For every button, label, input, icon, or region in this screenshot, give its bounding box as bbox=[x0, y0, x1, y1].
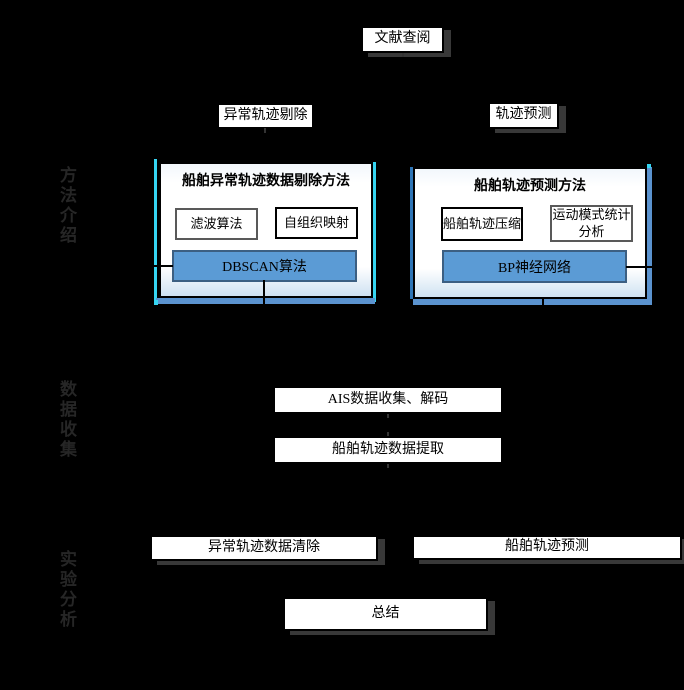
left-container-corner-accent bbox=[154, 300, 158, 305]
node-bp-neural-network: BP神经网络 bbox=[442, 250, 627, 283]
node-motion-pattern-statistics: 运动模式统计分析 bbox=[550, 205, 633, 242]
right-container-blue-edge bbox=[410, 167, 413, 299]
node-ais-data-collection-decode: AIS数据收集、解码 bbox=[273, 386, 503, 414]
node-trajectory-data-extraction: 船舶轨迹数据提取 bbox=[273, 436, 503, 464]
connector-stub-abnormal bbox=[264, 128, 266, 133]
connector-right-container-down bbox=[542, 297, 544, 313]
connector-out-of-bp bbox=[626, 266, 656, 268]
node-literature-review: 文献查阅 bbox=[361, 26, 444, 53]
container-removal-methods-title: 船舶异常轨迹数据剔除方法 bbox=[182, 174, 350, 189]
right-container-blue-bottom-bar bbox=[413, 299, 652, 305]
node-dbscan-algorithm: DBSCAN算法 bbox=[172, 250, 357, 282]
section-label-methods: 方法介绍 bbox=[57, 166, 76, 246]
node-trajectory-compression: 船舶轨迹压缩 bbox=[441, 207, 523, 241]
section-label-experiment-analysis: 实验分析 bbox=[57, 550, 76, 630]
connector-into-dbscan bbox=[145, 265, 173, 267]
connector-stub-extract-top bbox=[387, 432, 389, 436]
right-container-corner-accent bbox=[647, 164, 651, 168]
node-summary: 总结 bbox=[283, 597, 488, 631]
section-label-data-collection: 数据收集 bbox=[57, 380, 76, 460]
node-abnormal-data-cleaning: 异常轨迹数据清除 bbox=[150, 535, 378, 561]
left-container-blue-bottom-bar bbox=[156, 298, 375, 304]
node-abnormal-trajectory-removal: 异常轨迹剔除 bbox=[217, 103, 314, 129]
connector-stub-literature-bottom bbox=[402, 53, 404, 57]
container-prediction-methods-title: 船舶轨迹预测方法 bbox=[474, 179, 586, 194]
node-ship-trajectory-prediction: 船舶轨迹预测 bbox=[412, 535, 682, 560]
connector-stub-extract-bottom bbox=[387, 464, 389, 468]
right-container-blue-right-bar bbox=[647, 167, 652, 304]
connector-stub-ais-bottom bbox=[387, 414, 389, 418]
left-container-cyan-edge bbox=[154, 159, 157, 304]
node-self-organizing-map: 自组织映射 bbox=[275, 207, 358, 239]
node-trajectory-prediction: 轨迹预测 bbox=[488, 102, 559, 129]
node-filter-algorithm: 滤波算法 bbox=[175, 208, 258, 240]
connector-left-container-down bbox=[263, 280, 265, 310]
left-container-cyan-edge-right bbox=[373, 162, 376, 302]
